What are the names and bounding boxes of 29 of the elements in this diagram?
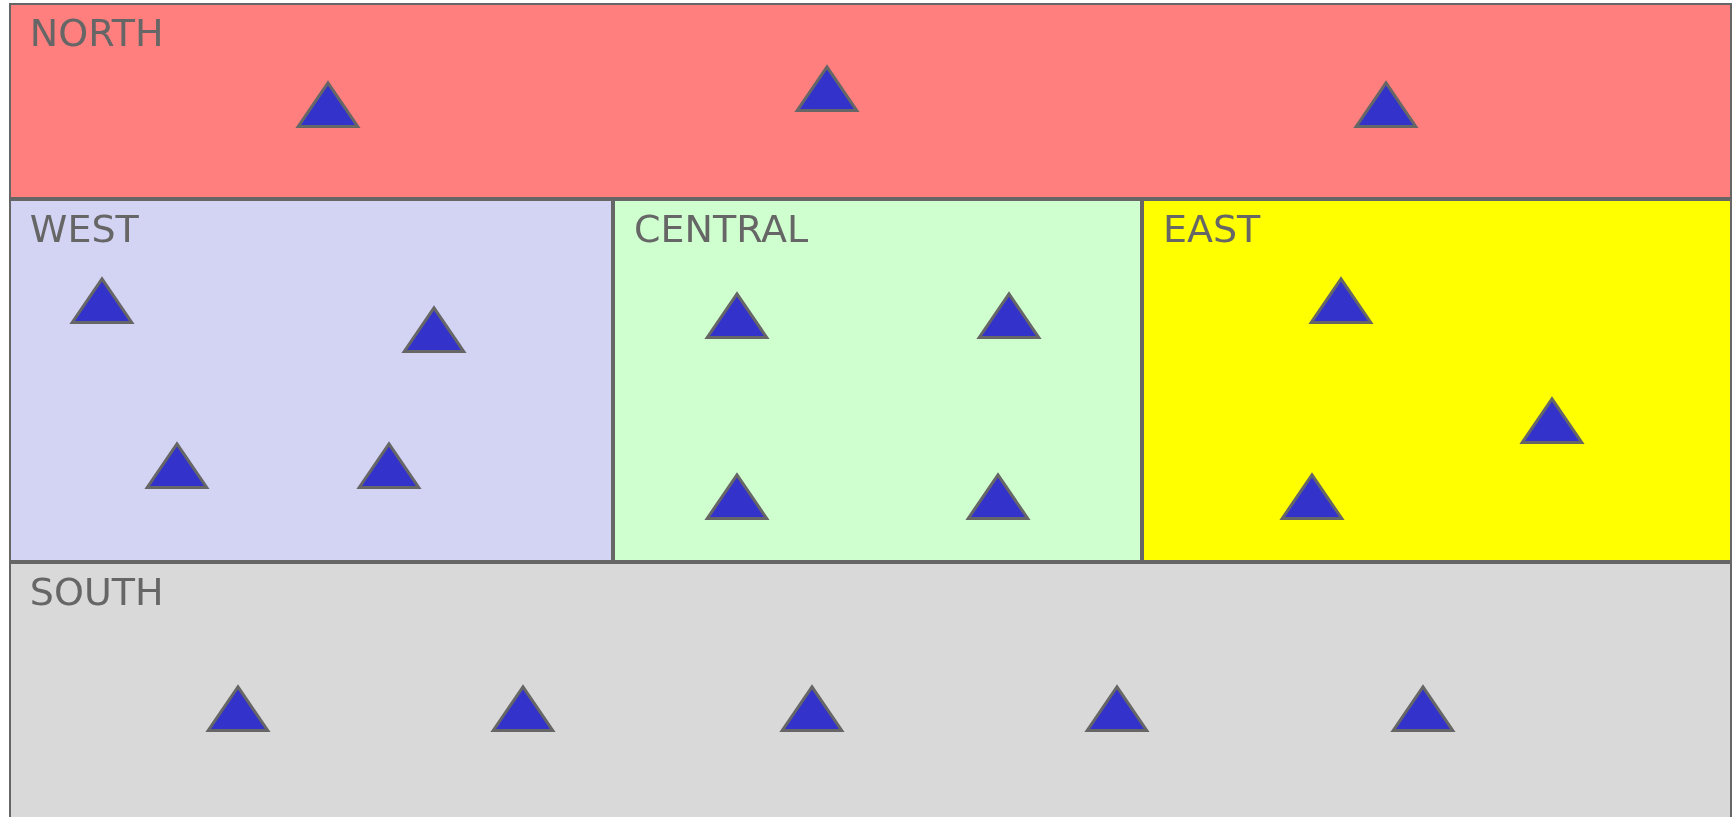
triangle-marker [1391,685,1454,732]
triangle-marker [145,443,208,489]
region-area [8,3,1732,200]
region-label: SOUTH [29,570,164,616]
triangle-marker [1086,685,1149,732]
triangle-marker [206,685,269,732]
region-area [1141,199,1732,563]
region-label: CENTRAL [634,207,809,253]
triangle-marker [70,277,133,323]
triangle-marker [705,293,768,339]
triangle-marker [1309,277,1372,323]
triangle-marker [402,307,465,353]
triangle-marker [1355,81,1418,127]
triangle-marker [1521,398,1584,444]
triangle-marker [358,443,421,489]
triangle-marker [780,685,843,732]
triangle-marker [1281,474,1344,520]
triangle-marker [492,685,555,732]
region-label: WEST [29,207,139,253]
triangle-marker [977,293,1040,339]
triangle-marker [796,66,859,112]
region-label: NORTH [29,11,164,57]
region-area [613,199,1142,563]
region-area [8,199,613,563]
triangle-marker [966,474,1029,520]
triangle-marker [297,81,360,127]
region-label: EAST [1162,207,1261,253]
region-area [8,562,1732,817]
triangle-marker [705,474,768,520]
